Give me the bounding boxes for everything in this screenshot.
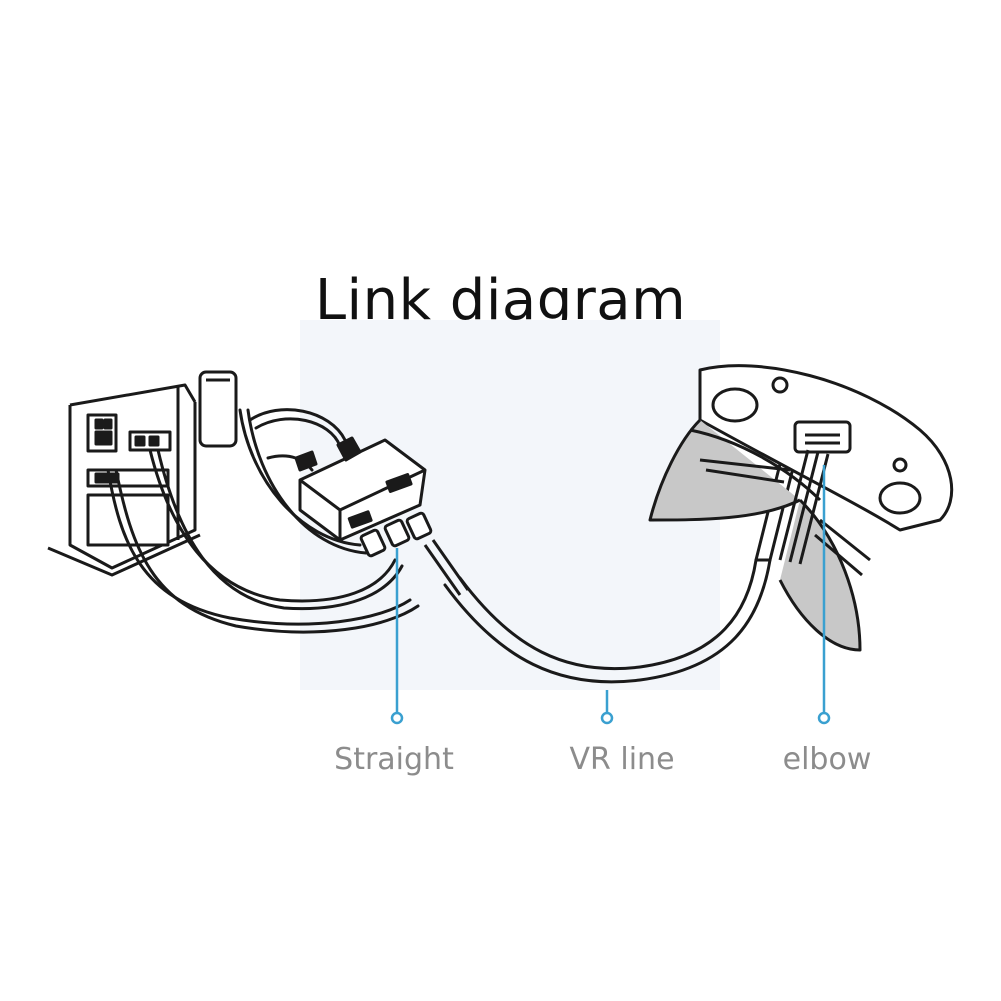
vr-headset-illustration — [648, 364, 954, 652]
callout-lines — [395, 465, 826, 712]
usb-plugs-illustration — [359, 511, 470, 596]
callout-dots — [390, 711, 831, 725]
callout-label-straight: Straight — [334, 742, 454, 777]
cables-illustration — [106, 408, 420, 634]
callout-label-elbow: elbow — [782, 742, 872, 777]
computer-tower-illustration — [47, 370, 238, 577]
callout-dot-vr-line — [600, 711, 614, 725]
callout-dot-straight — [390, 711, 404, 725]
callout-dot-elbow — [817, 711, 831, 725]
callout-label-vr-line: VR line — [569, 742, 675, 777]
link-box-illustration — [294, 436, 427, 542]
